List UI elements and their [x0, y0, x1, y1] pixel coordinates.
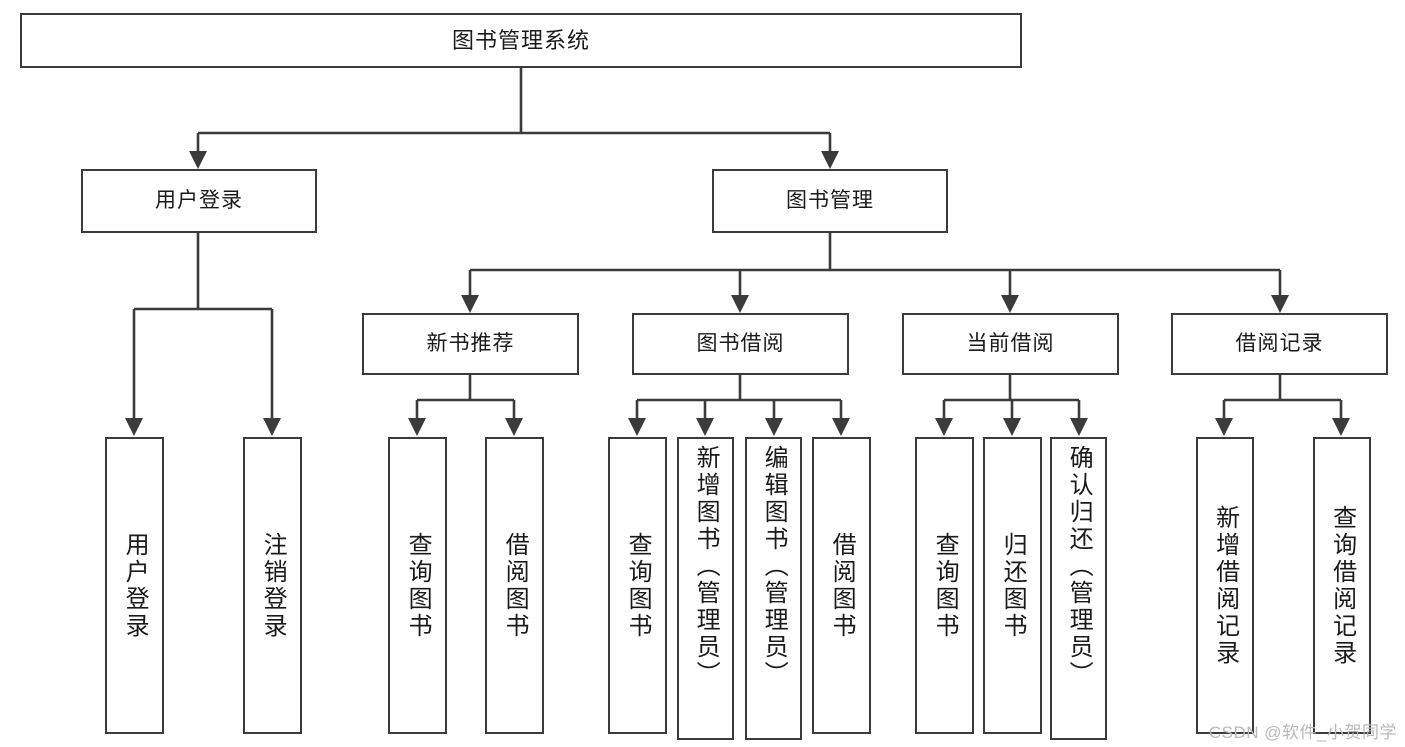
- leaf-user-logout-label: 注销登录: [259, 531, 287, 640]
- leaf-confirm-return-label: 确认归还（管理员）: [1065, 445, 1093, 688]
- leaf-add-record-label: 新增借阅记录: [1211, 504, 1239, 667]
- node-book-borrow[interactable]: 图书借阅: [632, 313, 849, 375]
- leaf-user-logout[interactable]: 注销登录: [243, 437, 302, 734]
- leaf-return-book[interactable]: 归还图书: [983, 437, 1042, 734]
- leaf-borrow-book-1[interactable]: 借阅图书: [485, 437, 544, 734]
- leaf-query-book-3-label: 查询图书: [931, 531, 959, 640]
- leaf-edit-book[interactable]: 编辑图书（管理员）: [745, 437, 802, 740]
- node-borrow-record[interactable]: 借阅记录: [1171, 313, 1388, 375]
- node-book-manage-label: 图书管理: [786, 188, 874, 212]
- node-user-login-label: 用户登录: [155, 188, 243, 212]
- leaf-borrow-book-2[interactable]: 借阅图书: [812, 437, 871, 734]
- node-current-borrow[interactable]: 当前借阅: [902, 313, 1119, 375]
- leaf-query-record-label: 查询借阅记录: [1328, 504, 1356, 667]
- leaf-add-book[interactable]: 新增图书（管理员）: [677, 437, 734, 740]
- leaf-query-book-1-label: 查询图书: [404, 531, 432, 640]
- leaf-return-book-label: 归还图书: [999, 531, 1027, 640]
- node-borrow-record-label: 借阅记录: [1235, 331, 1324, 355]
- node-book-borrow-label: 图书借阅: [696, 331, 785, 355]
- leaf-user-login-label: 用户登录: [121, 531, 149, 640]
- leaf-query-book-3[interactable]: 查询图书: [915, 437, 974, 734]
- csdn-watermark: CSDN @软件_小贺同学: [1208, 723, 1397, 742]
- leaf-query-book-1[interactable]: 查询图书: [388, 437, 447, 734]
- leaf-borrow-book-1-label: 借阅图书: [501, 531, 529, 640]
- leaf-user-login[interactable]: 用户登录: [105, 437, 164, 734]
- node-new-book-rec[interactable]: 新书推荐: [362, 313, 579, 375]
- leaf-query-record[interactable]: 查询借阅记录: [1313, 437, 1371, 734]
- node-current-borrow-label: 当前借阅: [966, 331, 1055, 355]
- node-new-book-rec-label: 新书推荐: [426, 331, 515, 355]
- leaf-query-book-2-label: 查询图书: [624, 531, 652, 640]
- leaf-query-book-2[interactable]: 查询图书: [608, 437, 667, 734]
- leaf-confirm-return[interactable]: 确认归还（管理员）: [1050, 437, 1107, 740]
- leaf-add-record[interactable]: 新增借阅记录: [1196, 437, 1254, 734]
- node-book-manage[interactable]: 图书管理: [712, 169, 948, 233]
- node-root-label: 图书管理系统: [451, 27, 590, 53]
- leaf-borrow-book-2-label: 借阅图书: [828, 531, 856, 640]
- node-user-login[interactable]: 用户登录: [81, 169, 317, 233]
- leaf-add-book-label: 新增图书（管理员）: [692, 445, 720, 688]
- node-root[interactable]: 图书管理系统: [20, 13, 1022, 68]
- leaf-edit-book-label: 编辑图书（管理员）: [760, 445, 788, 688]
